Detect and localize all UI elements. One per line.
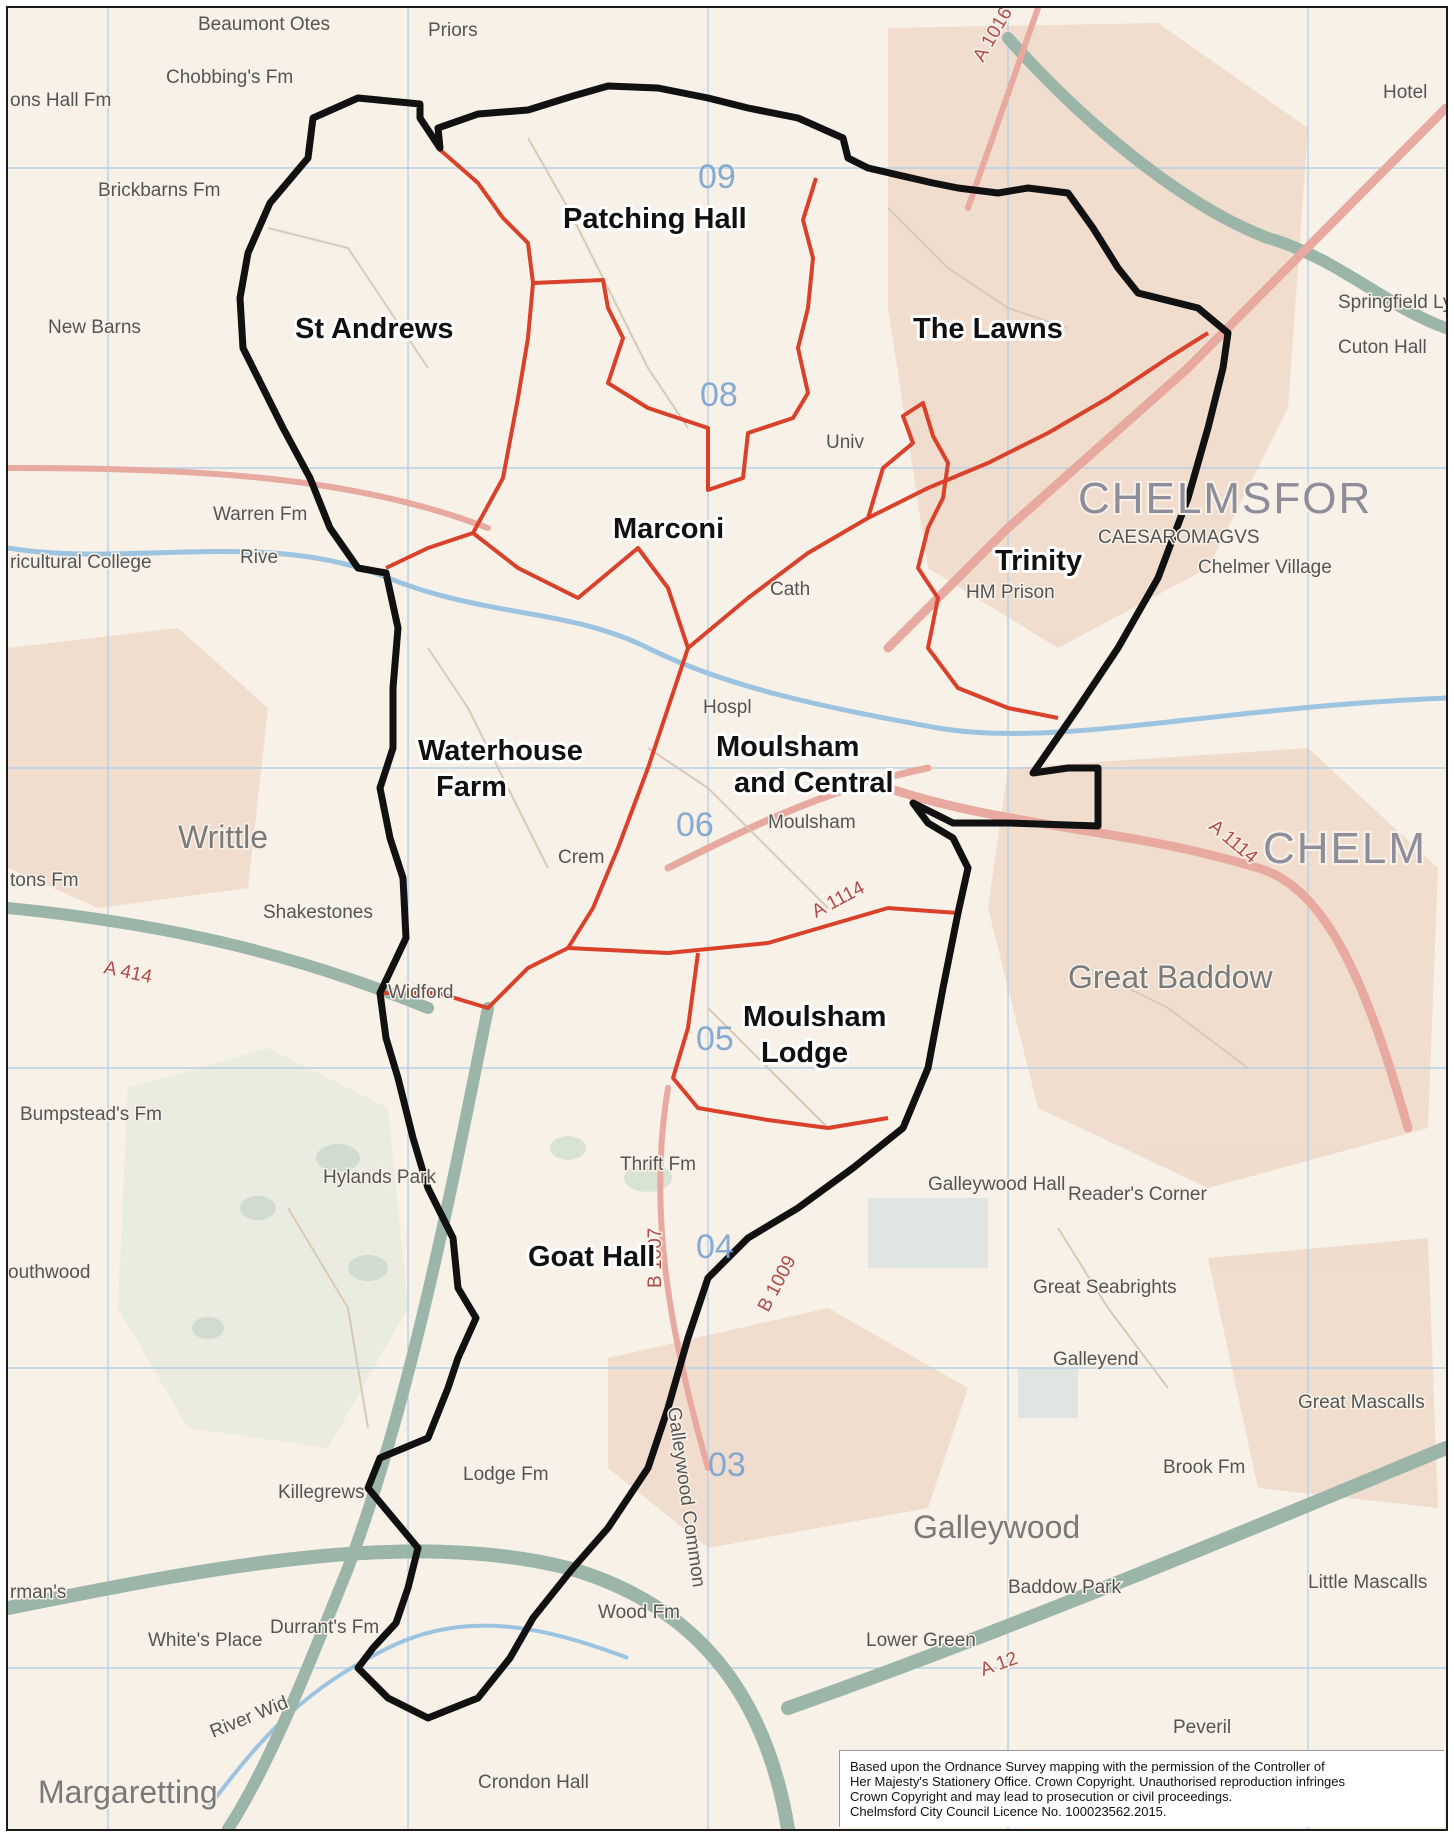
place-label: HM Prison [966, 582, 1055, 603]
place-label: Hylands Park [323, 1167, 436, 1188]
ward-boundaries [380, 146, 1210, 1130]
place-label: CHELMSFOR [1078, 474, 1372, 523]
river-wid [206, 1623, 629, 1810]
ward-label-st-andrews: St Andrews [295, 313, 453, 345]
place-label: Lodge Fm [463, 1464, 549, 1485]
place-label: Reader's Corner [1068, 1184, 1207, 1205]
place-label: Brook Fm [1163, 1457, 1245, 1478]
minor-roads [267, 137, 1249, 1429]
place-label: Crem [558, 847, 604, 868]
urban-areas [8, 23, 1438, 1548]
place-label: Durrant's Fm [270, 1617, 379, 1638]
place-label: Great Seabrights [1033, 1277, 1177, 1298]
copyright-line: Crown Copyright and may lead to prosecut… [850, 1789, 1233, 1804]
ward-label-trinity: Trinity [995, 545, 1082, 577]
ward-label-marconi: Marconi [613, 513, 724, 545]
grid-square-labels: 09 08 06 05 04 03 [676, 158, 746, 1484]
place-label: Springfield Lyons [1338, 292, 1446, 313]
place-label: Writtle [178, 819, 268, 855]
place-label: Galleywood [913, 1509, 1080, 1545]
grid-label: 06 [676, 806, 714, 844]
place-label: Great Baddow [1068, 959, 1273, 995]
major-roads [8, 8, 1446, 1829]
ward-label-patching-hall: Patching Hall [563, 203, 747, 235]
place-label: White's Place [148, 1630, 263, 1651]
place-label: Cath [770, 579, 810, 600]
grid-label: 03 [708, 1446, 746, 1484]
place-label: CHELM [1263, 824, 1427, 873]
place-label: Rive [240, 547, 278, 568]
place-label: CAESAROMAGVS [1098, 527, 1260, 548]
place-label: Warren Fm [213, 504, 307, 525]
ward-labels: Patching Hall St Andrews The Lawns Marco… [292, 200, 1085, 1276]
map-frame[interactable]: 09 08 06 05 04 03 A 1016 A 414 A 1114 A … [6, 6, 1448, 1831]
ward-map[interactable]: 09 08 06 05 04 03 A 1016 A 414 A 1114 A … [8, 8, 1446, 1829]
place-label: Bumpstead's Fm [20, 1104, 162, 1125]
place-label: Killegrews [278, 1482, 365, 1503]
place-label: Galleywood Hall [928, 1174, 1065, 1195]
copyright-line: Her Majesty's Stationery Office. Crown C… [850, 1774, 1346, 1789]
ward-label-goat-hall: Goat Hall [528, 1241, 655, 1273]
place-label: Hospl [703, 697, 752, 718]
copyright-line: Based upon the Ordnance Survey mapping w… [850, 1759, 1325, 1774]
place-label: New Barns [48, 317, 141, 338]
place-label: Chobbing's Fm [166, 67, 293, 88]
outer-boundary [236, 82, 1232, 1722]
place-label: tons Fm [10, 870, 79, 891]
place-label: Beaumont Otes [198, 14, 330, 35]
place-label: Crondon Hall [478, 1772, 589, 1793]
grid-label: 05 [696, 1020, 734, 1058]
place-label: Widford [388, 982, 453, 1003]
place-label: Shakestones [263, 902, 373, 923]
place-label: Univ [826, 432, 865, 453]
place-label: Moulsham [768, 812, 856, 833]
ward-label-the-lawns: The Lawns [913, 313, 1063, 345]
place-label: Galleyend [1053, 1349, 1139, 1370]
place-label: Cuton Hall [1338, 337, 1427, 358]
place-label: outhwood [8, 1262, 90, 1283]
place-label: ons Hall Fm [10, 90, 111, 111]
copyright-notice: Based upon the Ordnance Survey mapping w… [839, 1750, 1444, 1827]
place-label: Wood Fm [598, 1602, 680, 1623]
grid-label: 08 [700, 376, 738, 414]
place-label: rman's [10, 1582, 66, 1603]
place-label: Brickbarns Fm [98, 180, 220, 201]
place-label: Little Mascalls [1308, 1572, 1427, 1593]
place-label: Lower Green [866, 1630, 976, 1651]
place-label: Peveril [1173, 1717, 1231, 1738]
grid-label: 04 [696, 1228, 734, 1266]
place-label: Thrift Fm [620, 1154, 696, 1175]
grid-label: 09 [698, 158, 736, 196]
place-label: ricultural College [10, 552, 152, 573]
place-label: Margaretting [38, 1774, 218, 1810]
place-label: Great Mascalls [1298, 1392, 1425, 1413]
place-label: Baddow Park [1008, 1577, 1122, 1598]
parkland [118, 1048, 1078, 1448]
place-label: Priors [428, 20, 478, 41]
place-label: Chelmer Village [1198, 557, 1332, 578]
copyright-line: Chelmsford City Council Licence No. 1000… [850, 1804, 1167, 1819]
river-chelmer [8, 545, 1446, 736]
place-label: Hotel [1383, 82, 1427, 103]
road-label: B 1007 [645, 1228, 666, 1288]
